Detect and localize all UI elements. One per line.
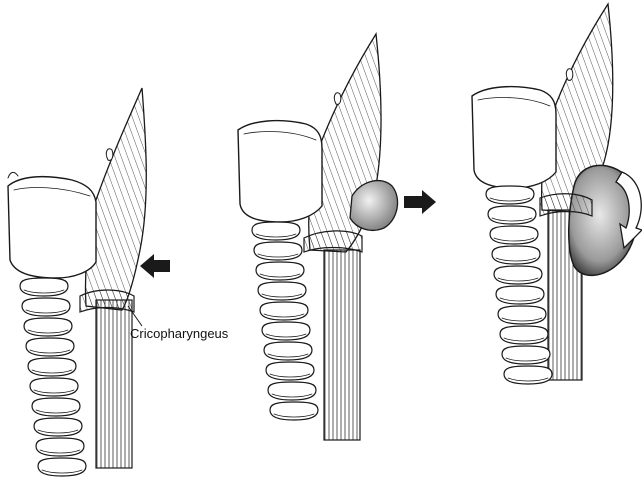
trachea — [252, 222, 318, 420]
esophagus — [96, 300, 132, 468]
arrow-left-icon — [140, 254, 170, 278]
trachea — [20, 278, 86, 476]
panel-3 — [472, 4, 642, 384]
arrow-right-icon — [404, 190, 436, 214]
panel-1 — [8, 88, 170, 476]
cricopharyngeus-label: Cricopharyngeus — [130, 326, 229, 341]
larynx — [8, 177, 96, 278]
esophagus — [324, 250, 360, 440]
larynx — [472, 87, 556, 188]
larynx — [238, 121, 322, 222]
panel-2 — [238, 34, 436, 440]
